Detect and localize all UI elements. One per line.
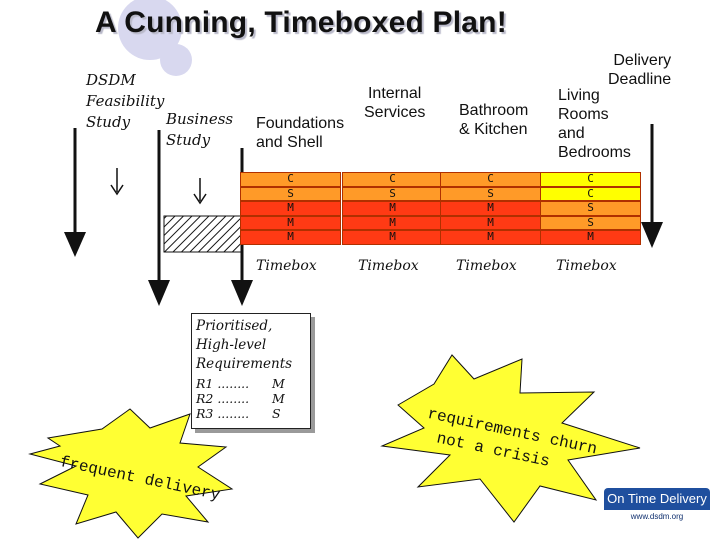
internal-services-label: Internal Services (364, 85, 426, 121)
dsdm-feasibility-label: DSDM Feasibility Study (86, 71, 165, 131)
brand-text: On Time Delivery (604, 488, 710, 510)
timebox-cell: M (540, 230, 641, 245)
dsdm-logo: On Time Delivery www.dsdm.org (604, 488, 710, 528)
brand-url: www.dsdm.org (630, 512, 684, 521)
timebox-cell: M (240, 215, 341, 231)
decorative-circle-small (160, 44, 192, 76)
timebox-cell: C (540, 186, 641, 202)
timebox-cell: M (440, 215, 541, 231)
delivery-deadline-label: Delivery Deadline (608, 52, 672, 88)
bathroom-kitchen-label: Bathroom & Kitchen (459, 102, 529, 138)
thick-arrow-delivery (641, 124, 663, 248)
thick-arrow-dsdm (64, 128, 86, 257)
timebox-cell: C (240, 172, 341, 187)
timebox-cell: S (342, 186, 443, 202)
foundations-label: Foundations and Shell (256, 115, 345, 151)
timebox-cell: M (342, 201, 443, 216)
requirements-heading: Prioritised, High-level Requirements (196, 318, 293, 372)
page-title: A Cunning, Timeboxed Plan! (95, 6, 507, 39)
timebox-cell: M (342, 215, 443, 231)
timebox-label: Timebox (256, 258, 317, 274)
thin-arrow-business (193, 178, 207, 205)
timebox-cell: C (540, 172, 641, 187)
timebox-cell: M (342, 230, 443, 245)
hatched-box (163, 215, 242, 253)
requirement-row: R1 ........ M (196, 376, 285, 391)
timebox-cell: M (240, 201, 341, 216)
timebox-label: Timebox (456, 258, 517, 274)
burst-requirements-churn (380, 354, 641, 523)
timebox-cell: M (440, 230, 541, 245)
timebox-label: Timebox (358, 258, 419, 274)
living-rooms-label: Living Rooms and Bedrooms (558, 87, 631, 161)
thin-arrow-dsdm (110, 168, 124, 196)
timebox-cell: S (240, 186, 341, 202)
timebox-cell: S (540, 215, 641, 231)
timebox-cell: S (440, 186, 541, 202)
timebox-label: Timebox (556, 258, 617, 274)
business-study-label: Business Study (166, 110, 234, 149)
burst-frequent-delivery (28, 408, 234, 539)
timebox-cell: M (440, 201, 541, 216)
thick-arrow-business (148, 130, 170, 306)
timebox-cell: M (240, 230, 341, 245)
requirements-document: Prioritised, High-level Requirements R1 … (191, 313, 311, 429)
timebox-cell: S (540, 201, 641, 216)
timebox-cell: C (440, 172, 541, 187)
timebox-cell: C (342, 172, 443, 187)
requirement-row: R3 ........ S (196, 406, 281, 421)
requirement-row: R2 ........ M (196, 391, 285, 406)
